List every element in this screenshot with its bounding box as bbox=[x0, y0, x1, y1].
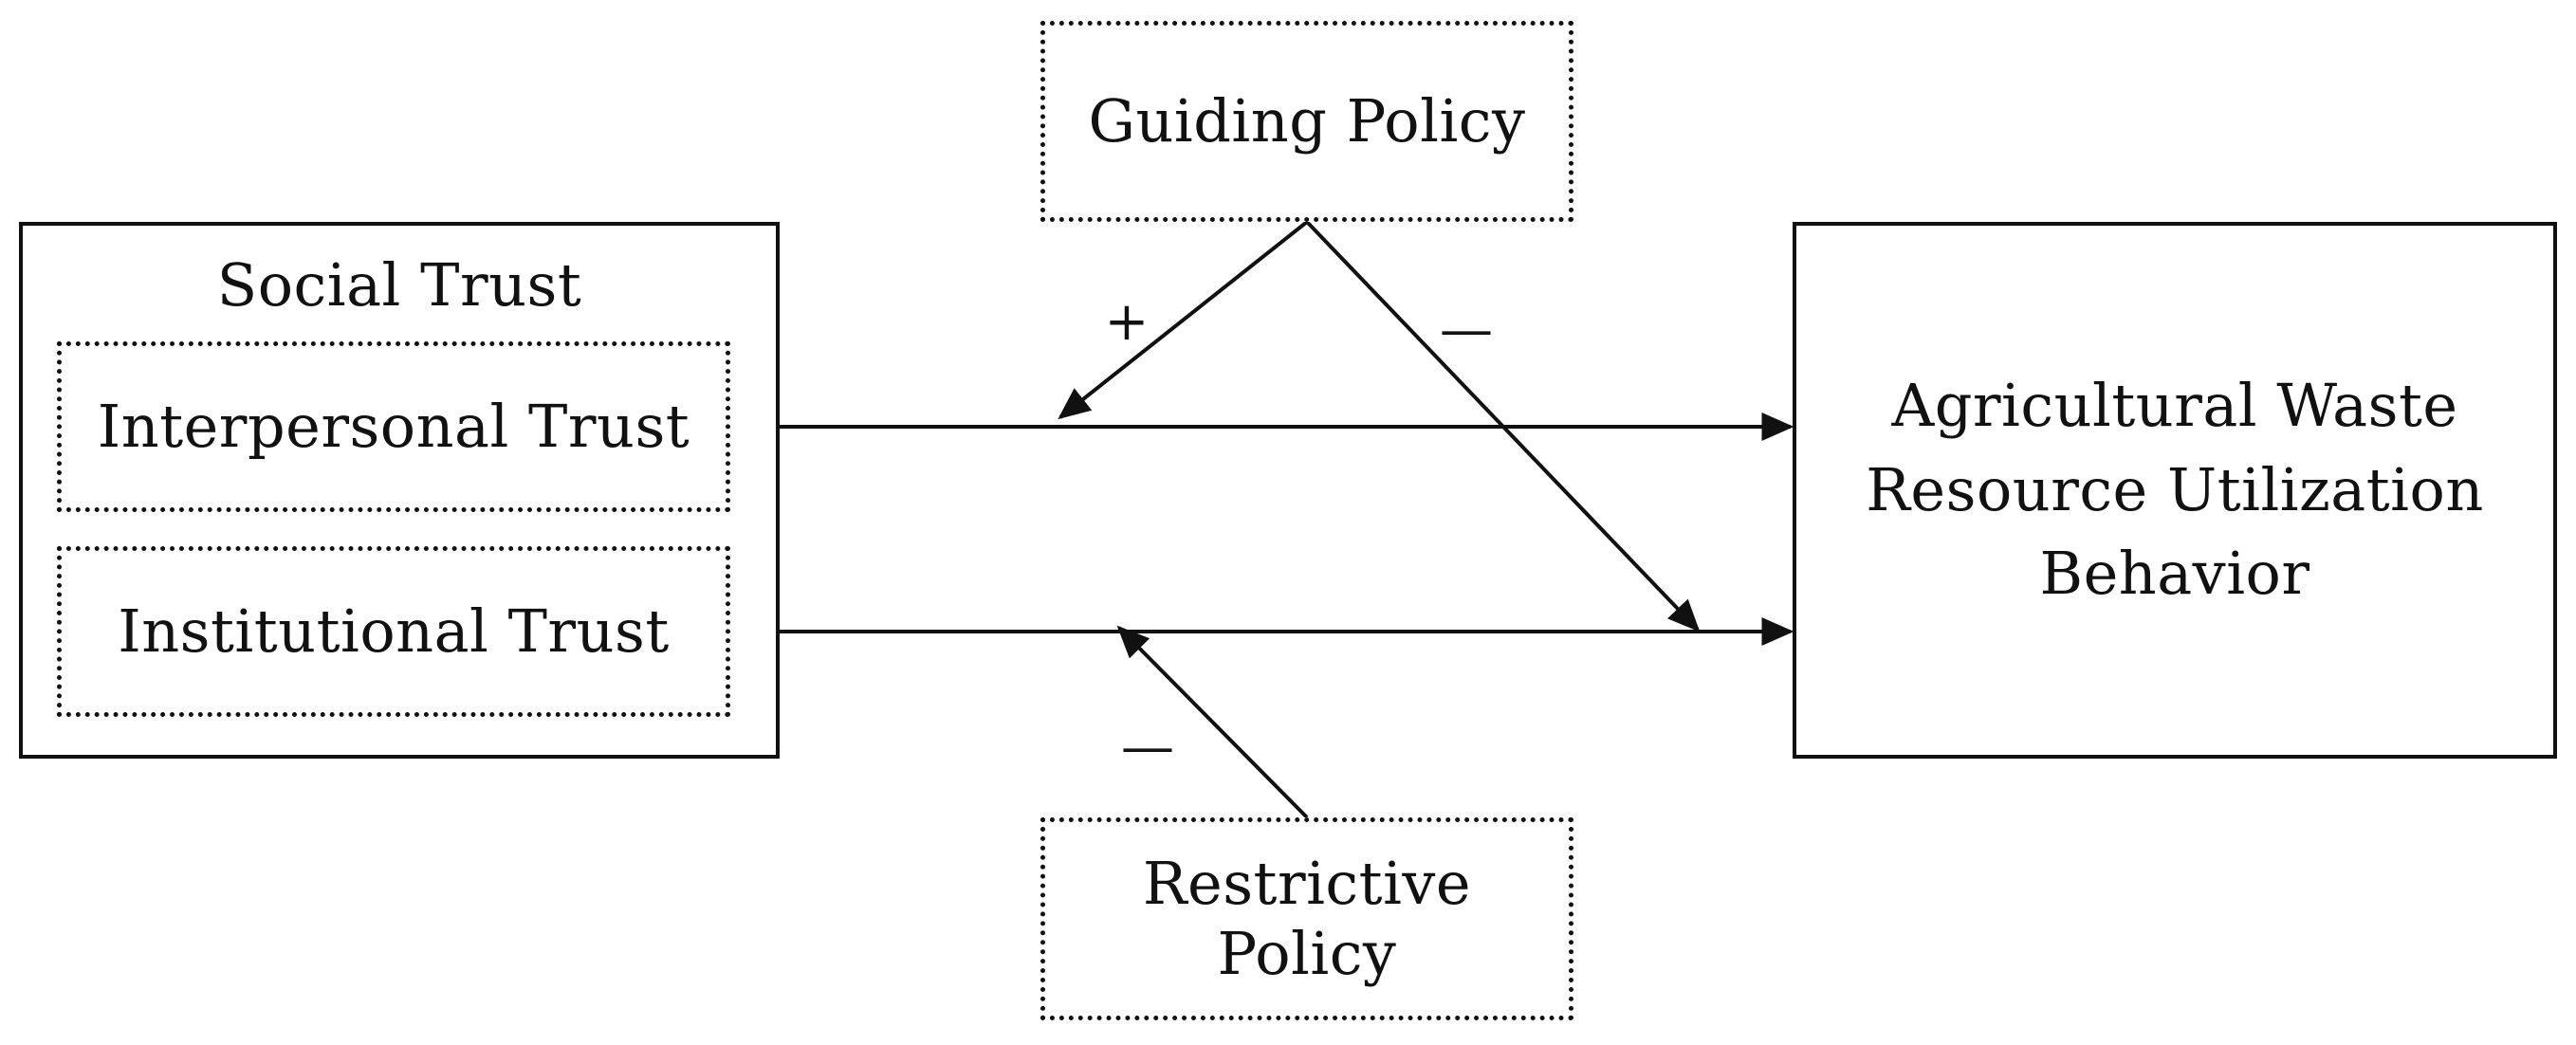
outcome-line-3: Behavior bbox=[2039, 539, 2310, 609]
minus-sign-restrictive-institutional: — bbox=[1121, 716, 1174, 778]
institutional-trust-label: Institutional Trust bbox=[118, 596, 670, 666]
restrictive-policy-line-1: Restrictive bbox=[1142, 848, 1472, 918]
outcome-label: Agricultural Waste Resource Utilization … bbox=[1866, 371, 2484, 609]
outcome-line-2: Resource Utilization bbox=[1866, 454, 2484, 524]
guiding-policy-label: Guiding Policy bbox=[1088, 85, 1526, 156]
institutional-trust-box: Institutional Trust bbox=[57, 546, 730, 717]
outcome-box: Agricultural Waste Resource Utilization … bbox=[1793, 222, 2557, 759]
plus-sign-guiding-interpersonal: + bbox=[1104, 291, 1150, 353]
arrow-restrictive-to-institutional-path bbox=[1116, 625, 1309, 819]
minus-sign-guiding-institutional: — bbox=[1440, 299, 1493, 360]
outcome-line-1: Agricultural Waste bbox=[1891, 371, 2458, 441]
restrictive-policy-line-2: Policy bbox=[1217, 919, 1397, 988]
interpersonal-trust-label: Interpersonal Trust bbox=[97, 391, 690, 461]
arrow-guiding-to-interpersonal-path bbox=[1058, 220, 1309, 420]
social-trust-title: Social Trust bbox=[216, 250, 582, 320]
restrictive-policy-label: Restrictive Policy bbox=[1143, 849, 1471, 990]
restrictive-policy-box: Restrictive Policy bbox=[1040, 817, 1573, 1020]
guiding-policy-box: Guiding Policy bbox=[1040, 21, 1573, 222]
interpersonal-trust-box: Interpersonal Trust bbox=[57, 341, 730, 512]
arrow-guiding-to-institutional-path bbox=[1305, 220, 1701, 632]
